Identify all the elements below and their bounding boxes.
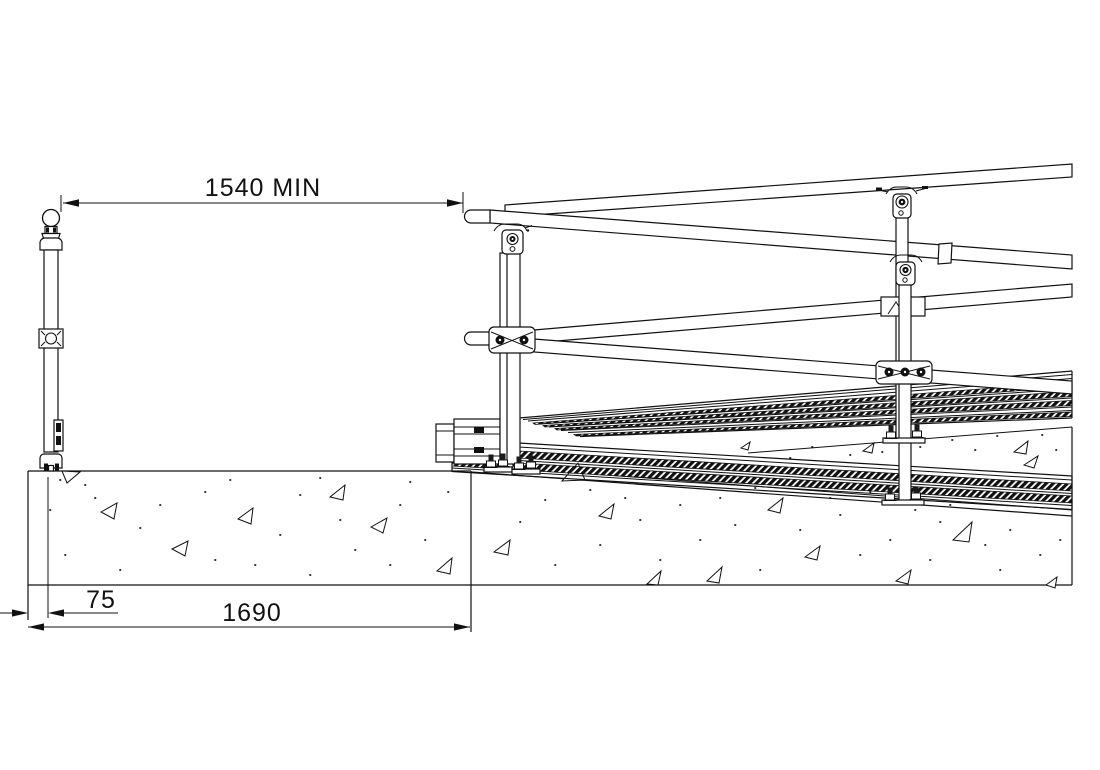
dimension-arrow-right	[447, 199, 463, 207]
dimension-top: 1540 MIN	[60, 174, 464, 213]
post-tube	[43, 249, 59, 453]
dimension-arrow-left	[48, 609, 64, 617]
far-top-rail	[504, 163, 1073, 218]
deck-planks	[518, 370, 1073, 438]
dimension-arrow-left	[28, 623, 44, 631]
near-post-2	[898, 282, 912, 504]
rail-joint-sleeve	[937, 242, 953, 265]
post-fittings	[488, 186, 933, 385]
near-mid-rail	[533, 338, 1073, 395]
near-top-rail	[489, 209, 1073, 270]
near-guardrail	[463, 209, 1073, 395]
ball-cap	[41, 208, 61, 228]
near-post-1	[506, 252, 521, 465]
near-mid-rail-end-cap	[463, 331, 491, 346]
dimension-offset: 75	[0, 477, 118, 618]
side-bracket	[53, 419, 64, 452]
post-base-plates	[483, 424, 926, 506]
dimension-arrow-right	[12, 609, 28, 617]
reference-post	[38, 208, 64, 472]
offset-dimension-label: 75	[86, 586, 116, 614]
length-dimension-label: 1690	[222, 599, 282, 627]
dimension-arrow-right	[454, 623, 470, 631]
far-mid-rail	[533, 283, 1073, 344]
top-dimension-label: 1540 MIN	[205, 174, 321, 202]
dimension-arrow-left	[63, 199, 79, 207]
dimension-length: 1690	[28, 599, 470, 631]
aggregate-dots	[49, 434, 1062, 576]
near-top-rail-end-cap	[463, 209, 491, 224]
